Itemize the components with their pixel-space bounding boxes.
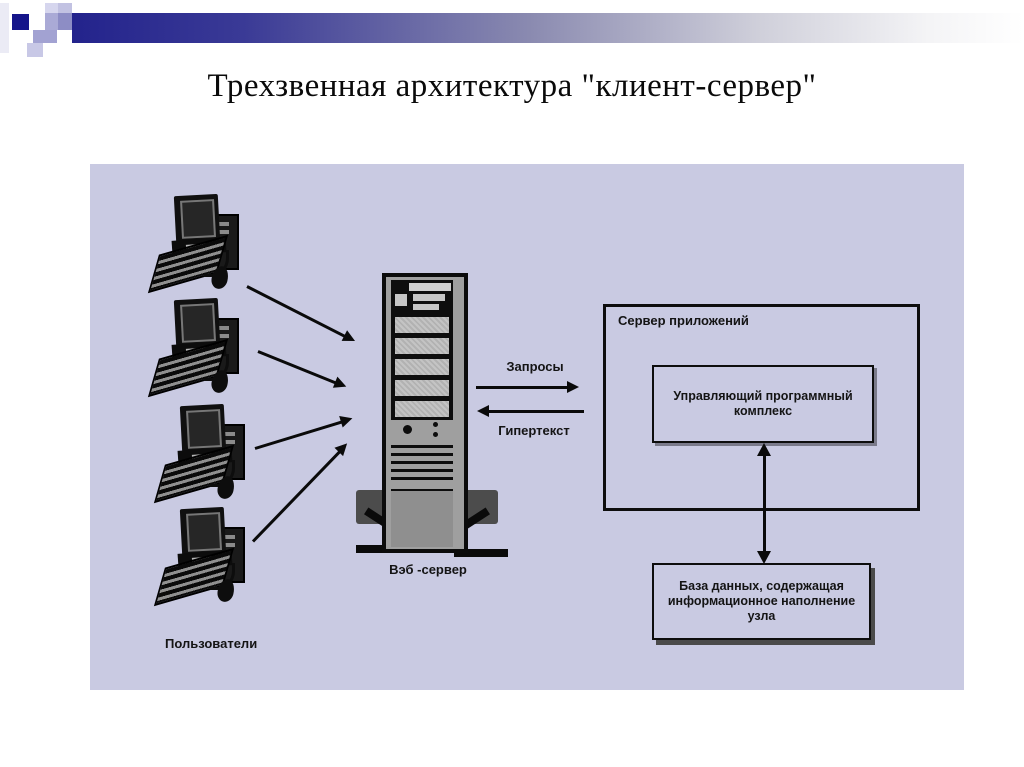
- architecture-diagram: Пользователи Вэб -серве: [90, 164, 964, 690]
- requests-arrow: [476, 381, 579, 393]
- application-server-label: Сервер приложений: [618, 313, 749, 328]
- web-server-icon: [356, 269, 596, 569]
- decor-square: [45, 3, 58, 13]
- decor-square: [45, 13, 58, 30]
- decor-square: [0, 3, 9, 53]
- app-db-arrow: [763, 454, 766, 554]
- client-server-arrow: [254, 420, 343, 450]
- arrow-down-head: [757, 551, 771, 564]
- client-computer-icon: [153, 506, 249, 607]
- database-label: База данных, содержащая информационное н…: [667, 579, 856, 623]
- hypertext-arrow: [477, 405, 584, 417]
- slide-header-decoration: [0, 0, 1024, 60]
- control-software-label: Управляющий программный комплекс: [673, 389, 853, 418]
- database-box: База данных, содержащая информационное н…: [652, 563, 871, 640]
- client-computer-icon: [153, 403, 249, 504]
- slide-title: Трехзвенная архитектура "клиент-сервер": [207, 68, 817, 104]
- client-server-arrow: [257, 350, 337, 385]
- client-server-arrow: [246, 285, 346, 338]
- users-label: Пользователи: [165, 636, 258, 651]
- decor-square: [58, 13, 72, 30]
- control-software-box: Управляющий программный комплекс: [652, 365, 874, 443]
- decor-square: [12, 14, 29, 30]
- gradient-title-bar: [72, 13, 1024, 43]
- decor-square: [33, 30, 57, 43]
- client-computer-icon: [147, 193, 243, 294]
- decor-square: [58, 3, 72, 13]
- web-server-label: Вэб -сервер: [389, 562, 467, 577]
- decor-square: [27, 43, 43, 57]
- arrow-up-head: [757, 443, 771, 456]
- requests-label: Запросы: [506, 359, 564, 374]
- hypertext-label: Гипертекст: [498, 423, 570, 438]
- client-computer-icon: [147, 297, 243, 398]
- client-server-arrow: [251, 450, 341, 543]
- application-server-box: [603, 304, 920, 511]
